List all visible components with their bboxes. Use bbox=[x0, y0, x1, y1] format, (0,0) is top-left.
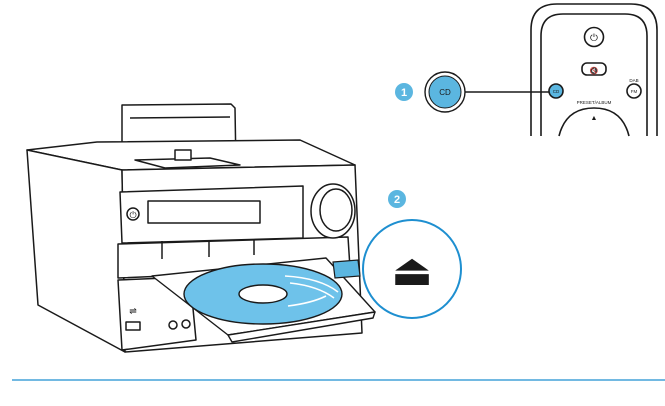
disc-tray-group bbox=[151, 257, 376, 343]
lcd-display bbox=[147, 200, 261, 224]
disc-tray-front-edge bbox=[227, 311, 376, 343]
usb-icon: ⇌ bbox=[129, 306, 137, 316]
disc-reflection bbox=[284, 275, 339, 307]
remote-power-button bbox=[583, 26, 605, 48]
step-2-badge bbox=[388, 190, 406, 208]
dock-connector bbox=[174, 149, 192, 161]
remote-inner-panel bbox=[540, 13, 648, 136]
remote-cd-label: CD bbox=[553, 89, 560, 94]
dock-slot bbox=[129, 116, 231, 119]
remote-nav-ring bbox=[558, 107, 630, 137]
remote-preset-label: PRESET/ALBUM bbox=[577, 100, 612, 105]
front-power-button bbox=[126, 207, 140, 221]
remote-dab-label: DAB bbox=[629, 78, 638, 83]
step-1-number: 1 bbox=[401, 87, 407, 99]
micro-system bbox=[26, 103, 363, 353]
remote-body-outline bbox=[530, 3, 658, 136]
left-side-panel bbox=[26, 149, 126, 353]
front-power-icon: ⏻ bbox=[129, 210, 136, 220]
remote-fm-button bbox=[626, 83, 642, 99]
remote-fm-label: FM bbox=[631, 89, 638, 94]
disc-center-hole bbox=[238, 284, 288, 304]
audio-jack-left bbox=[168, 320, 178, 330]
volume-knob bbox=[319, 188, 353, 232]
eject-zoom-circle bbox=[362, 219, 462, 319]
cd-button-zoom bbox=[428, 75, 462, 109]
remote-mute-button bbox=[581, 62, 607, 76]
power-icon: ⏻ bbox=[590, 33, 598, 44]
eject-icon: ⏏ bbox=[391, 246, 433, 295]
remote-cd-button bbox=[548, 83, 564, 99]
up-arrow-icon: ▲ bbox=[591, 115, 598, 122]
usb-port bbox=[125, 321, 141, 331]
remote-control bbox=[530, 3, 658, 137]
cd-button-zoom-label: CD bbox=[439, 88, 451, 97]
step-2-number: 2 bbox=[394, 194, 400, 206]
audio-jack-right bbox=[181, 319, 191, 329]
mute-icon: 🔇 bbox=[590, 66, 599, 75]
step-1-badge bbox=[395, 83, 413, 101]
unit-eject-button bbox=[332, 259, 361, 279]
